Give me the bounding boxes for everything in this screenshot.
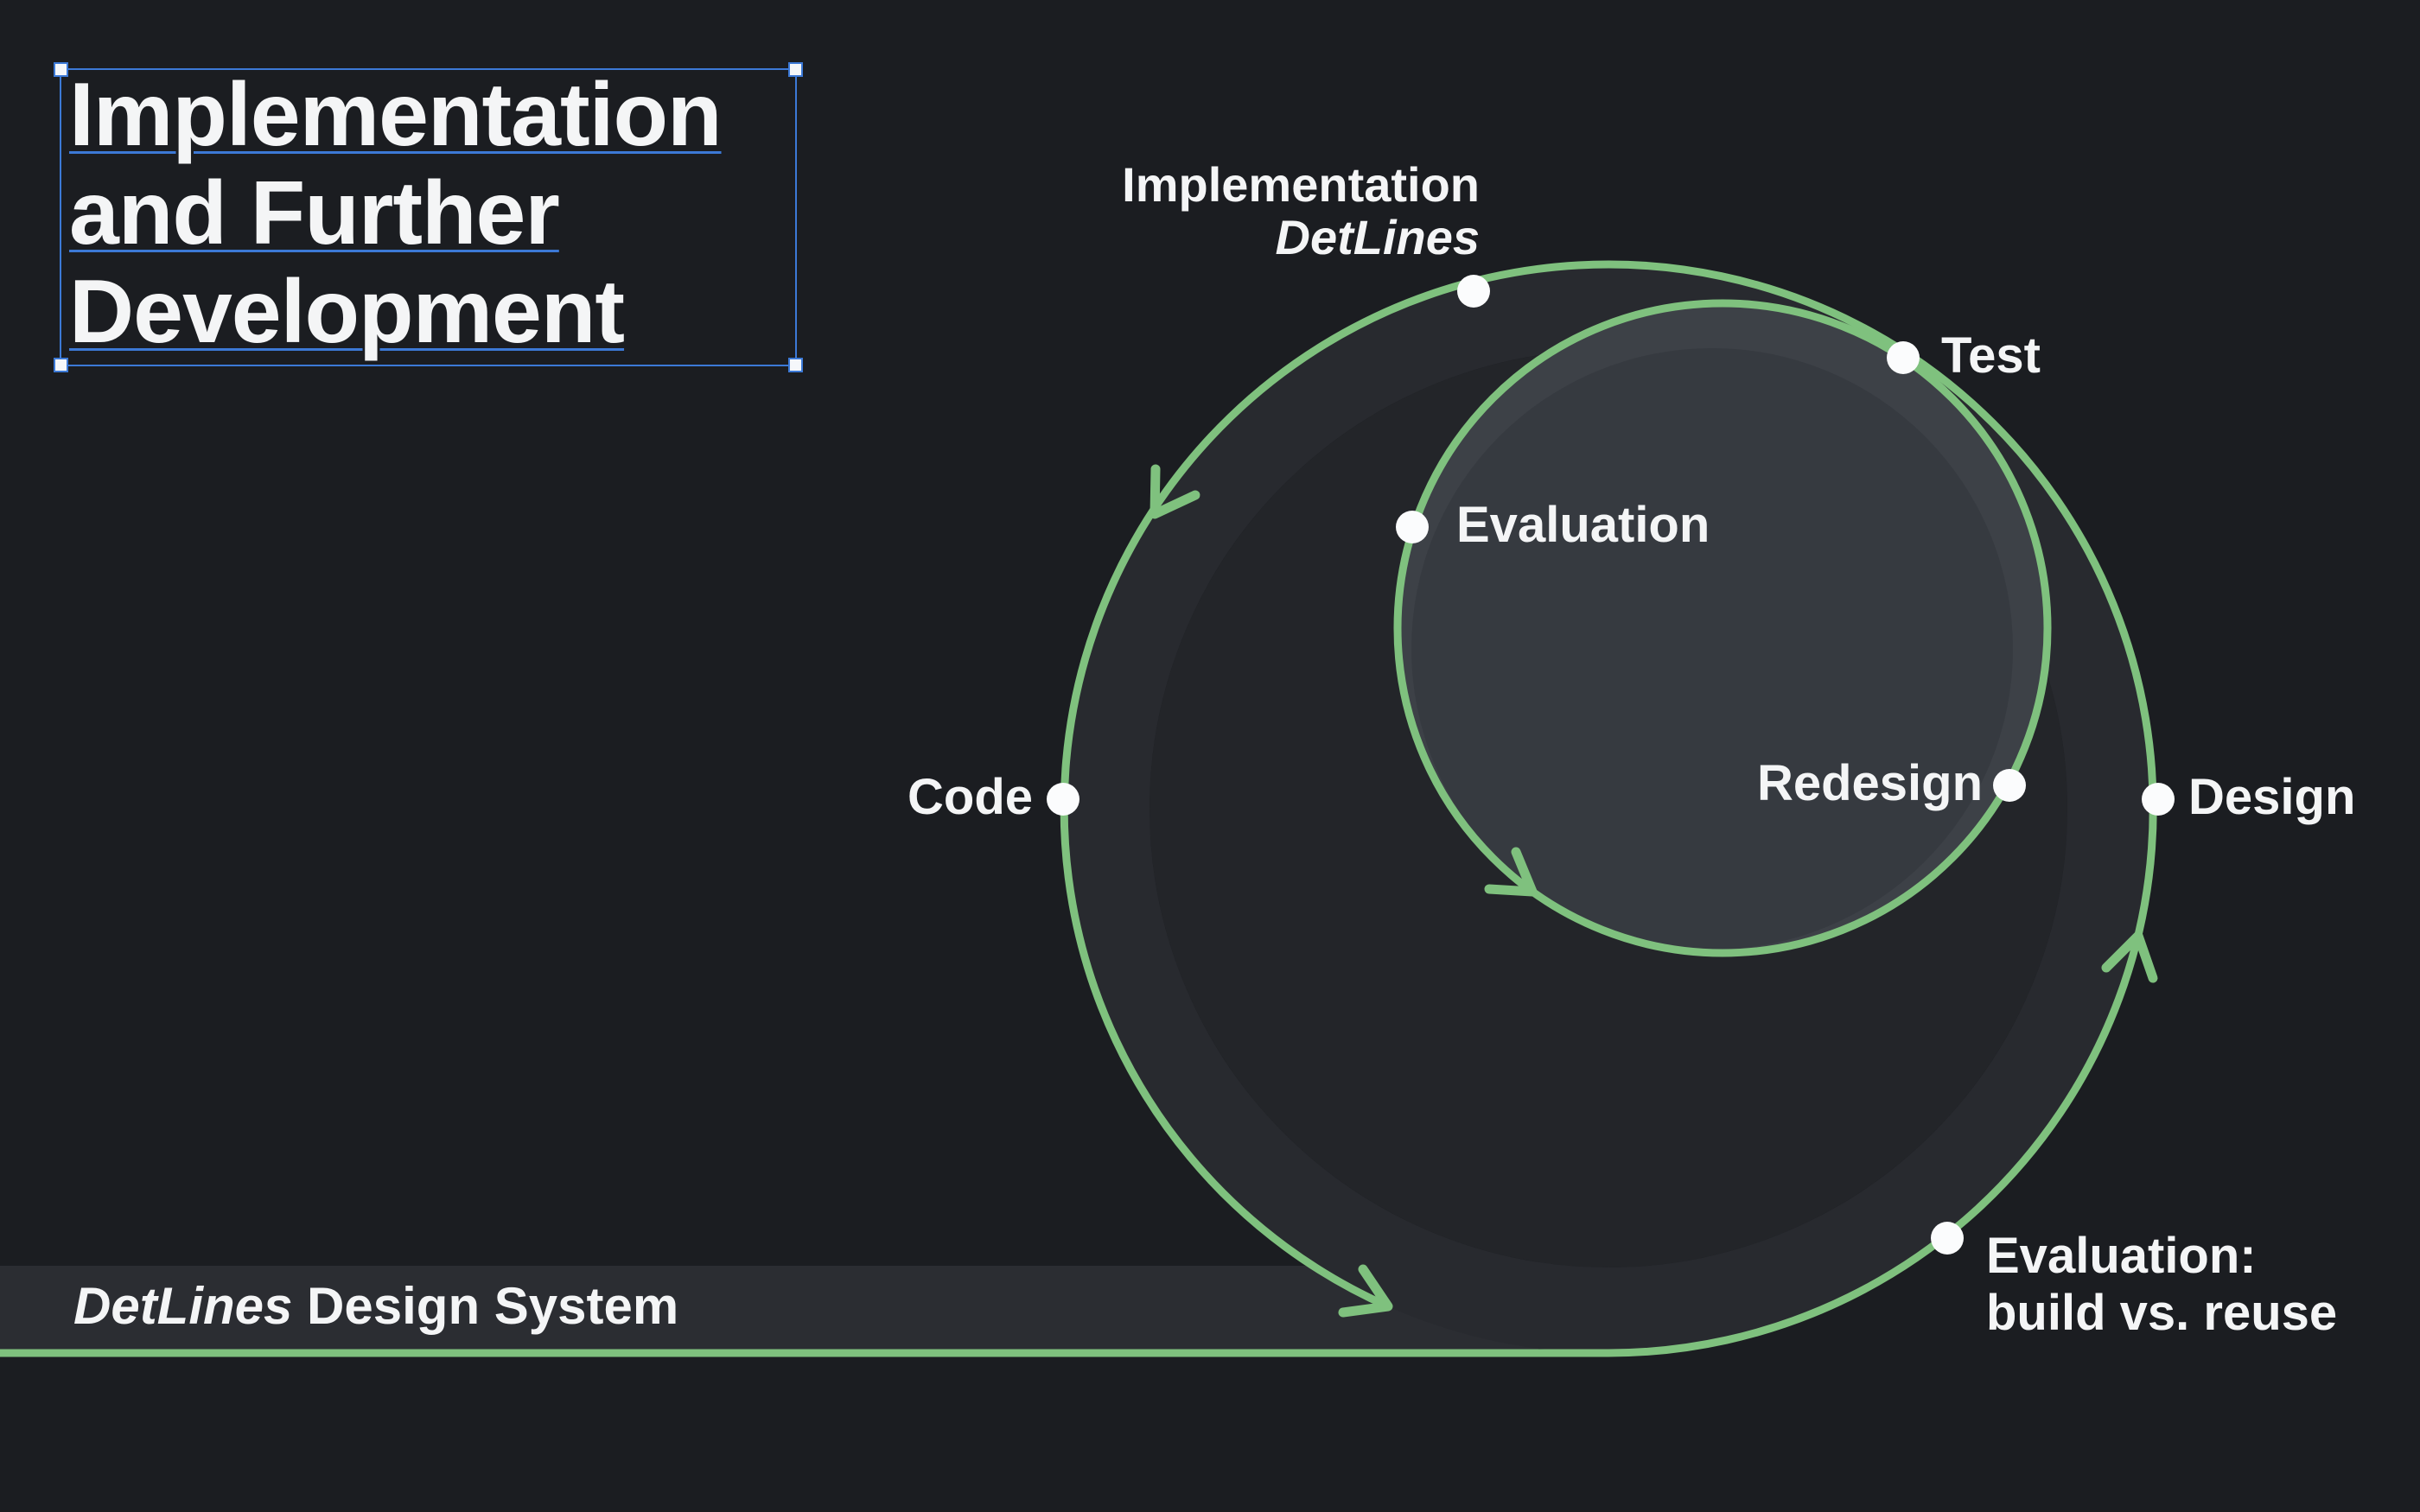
flow-arrow-outer-top-left-icon bbox=[1150, 464, 1200, 519]
footer-band bbox=[0, 1266, 1538, 1350]
node-dot-code bbox=[1047, 783, 1079, 816]
node-label-implementation: Implementation DetLines bbox=[1048, 158, 1480, 264]
node-label-implementation-line2: DetLines bbox=[1275, 210, 1481, 264]
node-dot-evaluation-build bbox=[1931, 1222, 1964, 1255]
page-title[interactable]: Implementation and Further Development bbox=[69, 65, 723, 362]
selection-handle-bottom-right[interactable] bbox=[788, 358, 803, 372]
node-label-evaluation: Evaluation bbox=[1456, 497, 1710, 553]
node-dot-design bbox=[2142, 783, 2175, 816]
node-dot-test bbox=[1887, 341, 1920, 374]
title-line-3: Development bbox=[69, 262, 625, 362]
title-line-2: and Further bbox=[69, 163, 560, 264]
title-line-1: Implementation bbox=[69, 65, 723, 165]
inner-loop-path bbox=[1393, 299, 2052, 957]
node-label-redesign: Redesign bbox=[1756, 755, 1983, 811]
selection-handle-top-left[interactable] bbox=[54, 62, 68, 77]
node-label-test: Test bbox=[1941, 327, 2041, 384]
outer-loop-ring bbox=[1064, 264, 2153, 1353]
selection-handle-top-right[interactable] bbox=[788, 62, 803, 77]
inner-circle-fill bbox=[1411, 348, 2013, 950]
flow-arrow-inner-icon bbox=[1484, 847, 1538, 897]
node-label-evaluation-build-line1: Evaluation: bbox=[1986, 1228, 2257, 1284]
selection-box[interactable] bbox=[54, 62, 803, 372]
flow-arrow-outer-right-icon bbox=[2101, 931, 2158, 983]
footer-brand-name: DetLines bbox=[73, 1277, 293, 1335]
node-dot-evaluation bbox=[1396, 511, 1429, 543]
footer-brand-suffix: Design System bbox=[292, 1277, 679, 1335]
node-label-design: Design bbox=[2188, 769, 2356, 825]
footer-brand: DetLines Design System bbox=[73, 1280, 678, 1332]
node-dot-redesign bbox=[1993, 769, 2026, 802]
selection-handle-bottom-left[interactable] bbox=[54, 358, 68, 372]
node-label-evaluation-build-line2: build vs. reuse bbox=[1986, 1285, 2338, 1341]
node-label-implementation-line1: Implementation bbox=[1122, 157, 1480, 212]
outer-loop-path bbox=[0, 260, 2157, 1357]
node-label-code: Code bbox=[908, 769, 1033, 825]
flow-arrow-outer-end-icon bbox=[1338, 1264, 1393, 1318]
node-label-evaluation-build: Evaluation: build vs. reuse bbox=[1986, 1228, 2337, 1342]
node-dot-implementation bbox=[1457, 275, 1490, 308]
